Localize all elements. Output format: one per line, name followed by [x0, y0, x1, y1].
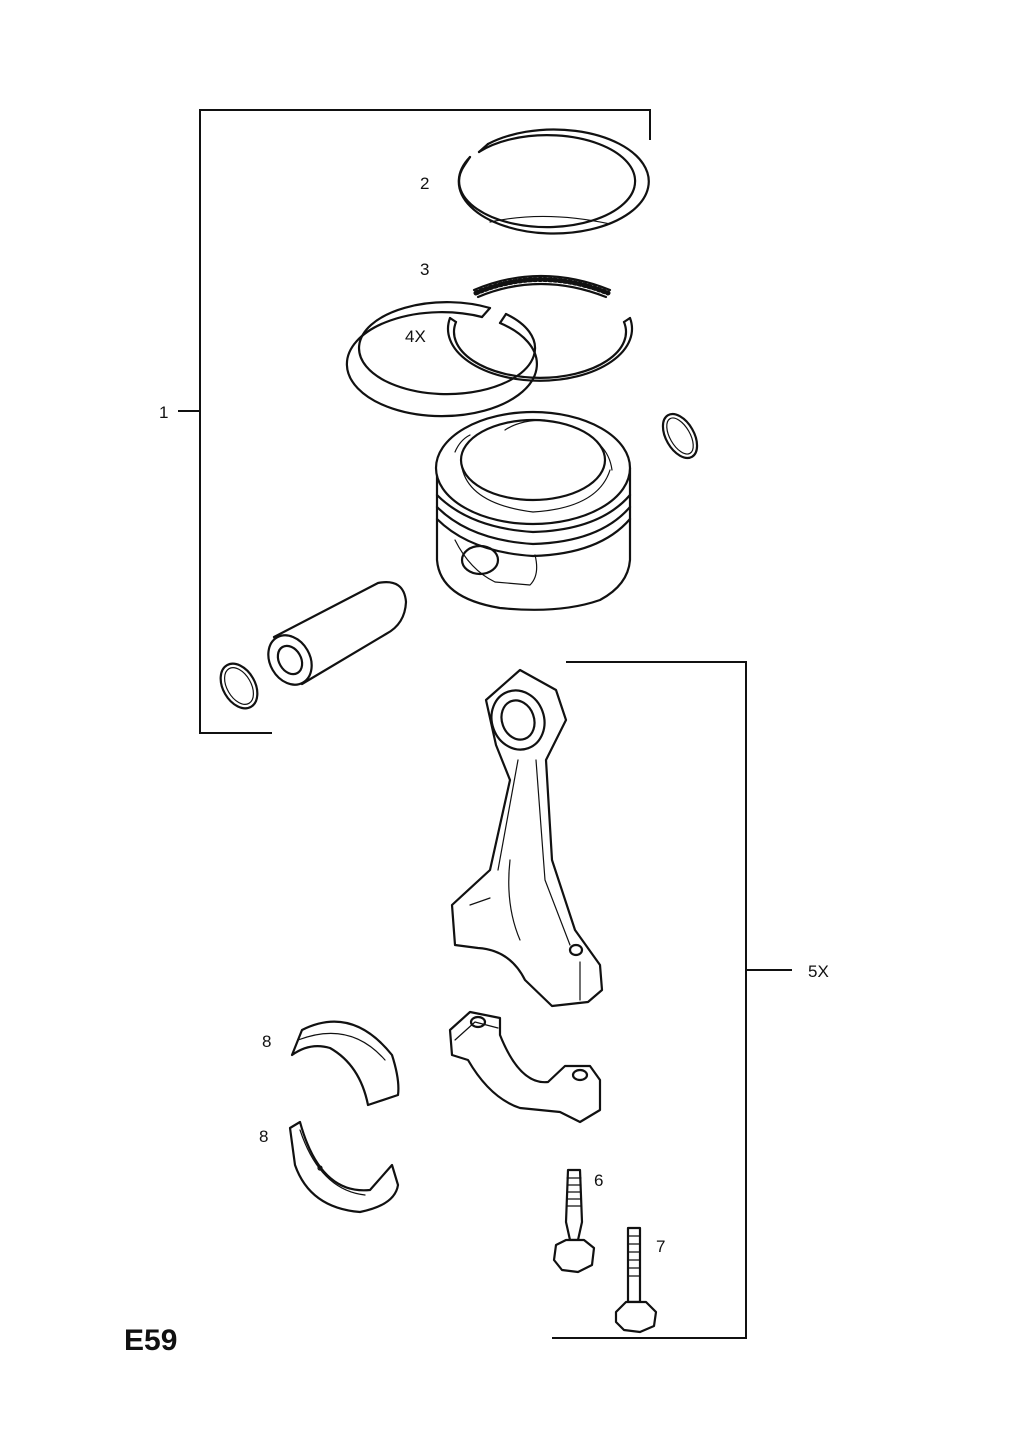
rod-bolt-long	[614, 1226, 658, 1334]
piston-ring-second	[345, 301, 538, 418]
bracket-group-1	[178, 109, 651, 734]
oil-ring-expander	[472, 274, 612, 299]
piston	[434, 410, 632, 611]
bearing-shell-upper	[290, 1020, 400, 1107]
callout-label-8-lower: 8	[259, 1127, 268, 1146]
callout-label-2: 2	[420, 174, 429, 193]
bracket-group-5	[552, 661, 792, 1339]
page-code: E59	[124, 1324, 177, 1357]
piston-ring-top	[457, 128, 650, 235]
callout-label-5x: 5X	[808, 962, 829, 981]
rod-bolt-short	[552, 1168, 596, 1274]
callout-label-8-upper: 8	[262, 1032, 271, 1051]
bearing-shell-lower	[288, 1120, 400, 1214]
connecting-rod	[450, 668, 604, 1008]
callout-label-4x: 4X	[405, 327, 426, 346]
circlip-left	[219, 662, 259, 710]
callout-label-7: 7	[656, 1237, 665, 1256]
piston-pin	[267, 581, 408, 686]
callout-label-3: 3	[420, 260, 429, 279]
callout-label-1: 1	[159, 403, 168, 422]
piston-ring-oil	[446, 316, 634, 382]
circlip-right	[661, 412, 699, 460]
callout-label-6: 6	[594, 1171, 603, 1190]
connecting-rod-cap	[448, 1010, 602, 1124]
